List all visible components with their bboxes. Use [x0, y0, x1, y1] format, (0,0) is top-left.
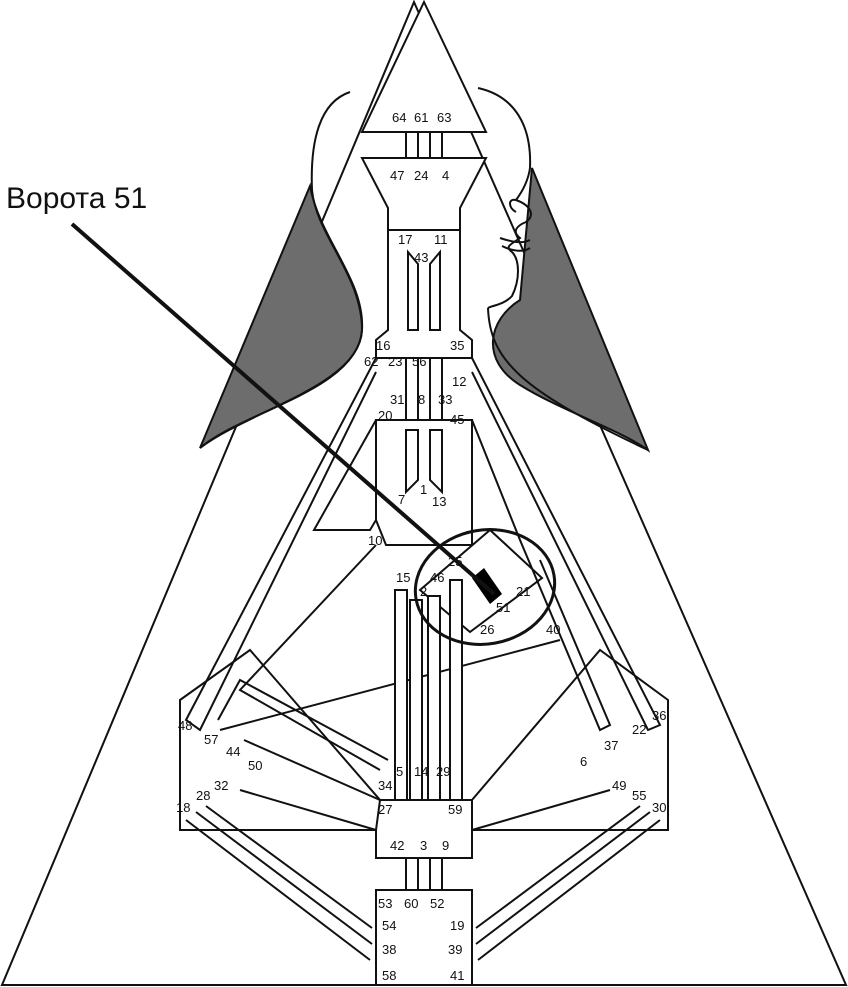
gate-label-47: 47: [390, 168, 404, 183]
gate-label-11: 11: [434, 232, 448, 247]
g-sacral-channels: [394, 579, 463, 801]
gate-label-57: 57: [204, 732, 218, 747]
caption-label: Ворота 51: [6, 182, 147, 215]
gate-label-59: 59: [448, 802, 462, 817]
gate-label-2: 2: [420, 584, 427, 599]
gate-label-19: 19: [450, 918, 464, 933]
gate-label-3: 3: [420, 838, 427, 853]
gate-label-40: 40: [546, 622, 560, 637]
mouth-mark: [499, 237, 531, 252]
gate-label-8: 8: [418, 392, 425, 407]
gate-label-20: 20: [378, 408, 392, 423]
gate-label-6: 6: [580, 754, 587, 769]
gate-label-17: 17: [398, 232, 412, 247]
gate-label-51: 51: [496, 600, 510, 615]
gate-label-31: 31: [390, 392, 404, 407]
gate-label-55: 55: [632, 788, 646, 803]
gate-label-32: 32: [214, 778, 228, 793]
gate-label-9: 9: [442, 838, 449, 853]
gate-label-7: 7: [398, 492, 405, 507]
gate-label-13: 13: [432, 494, 446, 509]
gate-label-44: 44: [226, 744, 240, 759]
gate-label-21: 21: [516, 584, 530, 599]
gate-label-46: 46: [430, 570, 444, 585]
gate-label-45: 45: [450, 412, 464, 427]
pointer-line: [70, 222, 496, 596]
gate-label-48: 48: [178, 718, 192, 733]
gate-label-60: 60: [404, 896, 418, 911]
solar-plexus-center: [471, 648, 669, 831]
gate-label-15: 15: [396, 570, 410, 585]
gate-label-30: 30: [652, 800, 666, 815]
gate-label-37: 37: [604, 738, 618, 753]
gate-label-62: 62: [364, 354, 378, 369]
gate-label-39: 39: [448, 942, 462, 957]
gate-label-53: 53: [378, 896, 392, 911]
gate-label-26: 26: [480, 622, 494, 637]
sacral-root-channels: [405, 857, 443, 891]
head-ajna-channels: [405, 131, 443, 331]
gate-label-64: 64: [392, 110, 406, 125]
gate-label-38: 38: [382, 942, 396, 957]
gate-label-49: 49: [612, 778, 626, 793]
gate-label-63: 63: [437, 110, 451, 125]
gate-label-52: 52: [430, 896, 444, 911]
gate-label-12: 12: [452, 374, 466, 389]
gate-label-5: 5: [396, 764, 403, 779]
face-profile: [477, 87, 532, 309]
gate-label-33: 33: [438, 392, 452, 407]
head-center: [360, 0, 488, 133]
eye-mark: [509, 198, 517, 213]
gate-label-34: 34: [378, 778, 392, 793]
gate-label-56: 56: [412, 354, 426, 369]
side-channels: [184, 357, 662, 961]
gate-label-23: 23: [388, 354, 402, 369]
gate-label-27: 27: [378, 802, 392, 817]
gate-label-25: 25: [448, 554, 462, 569]
gate-label-4: 4: [442, 168, 449, 183]
gate-label-16: 16: [376, 338, 390, 353]
gate-label-24: 24: [414, 168, 428, 183]
head-outline: [199, 91, 364, 449]
gate-label-29: 29: [436, 764, 450, 779]
gate-label-50: 50: [248, 758, 262, 773]
gate-label-58: 58: [382, 968, 396, 983]
gate-label-28: 28: [196, 788, 210, 803]
neck-right: [487, 307, 649, 451]
throat-g-channels: [405, 357, 443, 495]
gate-label-61: 61: [414, 110, 428, 125]
gate-label-18: 18: [176, 800, 190, 815]
gate-label-14: 14: [414, 764, 428, 779]
gate-label-41: 41: [450, 968, 464, 983]
gate-label-10: 10: [368, 533, 382, 548]
gate-label-42: 42: [390, 838, 404, 853]
gate-label-35: 35: [450, 338, 464, 353]
gate-label-22: 22: [632, 722, 646, 737]
gate-label-43: 43: [414, 250, 428, 265]
gate-label-54: 54: [382, 918, 396, 933]
gate-label-36: 36: [652, 708, 666, 723]
gate-label-1: 1: [420, 482, 427, 497]
gate-51-highlight-ring: [413, 528, 557, 646]
spleen-center: [179, 648, 382, 831]
right-shade: [492, 167, 651, 453]
